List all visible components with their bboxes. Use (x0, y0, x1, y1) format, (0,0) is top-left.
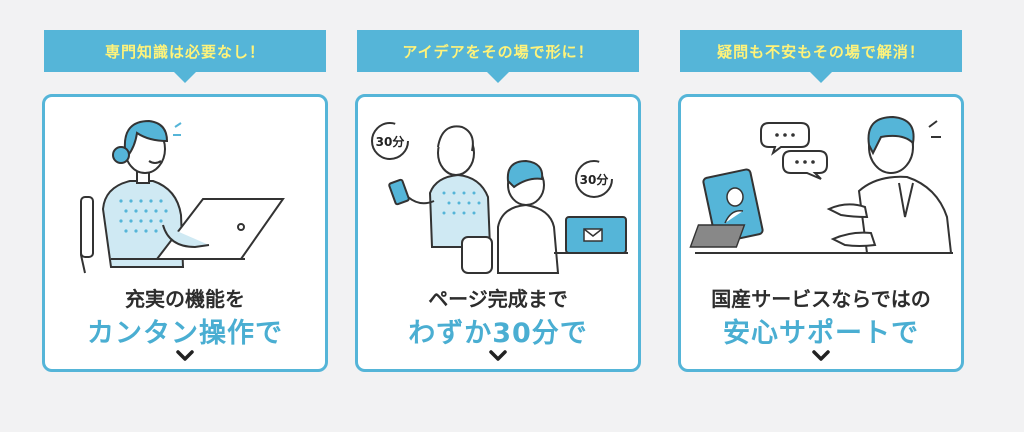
feature-card-3: 疑問も不安もその場で解消！ 国産サービスならではの 安心サポート (678, 30, 964, 372)
chevron-down-icon[interactable] (176, 349, 194, 363)
card-subtitle: 充実の機能を (125, 287, 245, 311)
card-headline: カンタン操作で (87, 318, 283, 349)
chevron-down-icon[interactable] (489, 349, 507, 363)
card-headline: わずか30分で (408, 318, 588, 349)
timer-label: 30分 (376, 134, 405, 149)
chevron-down-icon[interactable] (812, 349, 830, 363)
woman-laptop-illustration (79, 119, 285, 274)
card-subtitle: 国産サービスならではの (711, 287, 931, 311)
card-tag: アイデアをその場で形に！ (357, 30, 639, 83)
card-tag: 疑問も不安もその場で解消！ (680, 30, 962, 83)
feature-card-2: アイデアをその場で形に！ 30分 30分 (355, 30, 641, 372)
feature-card-1: 専門知識は必要なし！ (42, 30, 328, 372)
card-body[interactable]: 充実の機能を カンタン操作で (42, 94, 328, 372)
card-subtitle: ページ完成まで (428, 287, 568, 311)
card-headline: 安心サポートで (723, 318, 919, 349)
card-body[interactable]: 30分 30分 ページ完成まで (355, 94, 641, 372)
card-tag: 専門知識は必要なし！ (44, 30, 326, 83)
timer-label: 30分 (580, 172, 609, 187)
team-working-illustration: 30分 30分 (371, 122, 628, 274)
video-call-support-illustration (689, 115, 953, 254)
card-body[interactable]: 国産サービスならではの 安心サポートで (678, 94, 964, 372)
